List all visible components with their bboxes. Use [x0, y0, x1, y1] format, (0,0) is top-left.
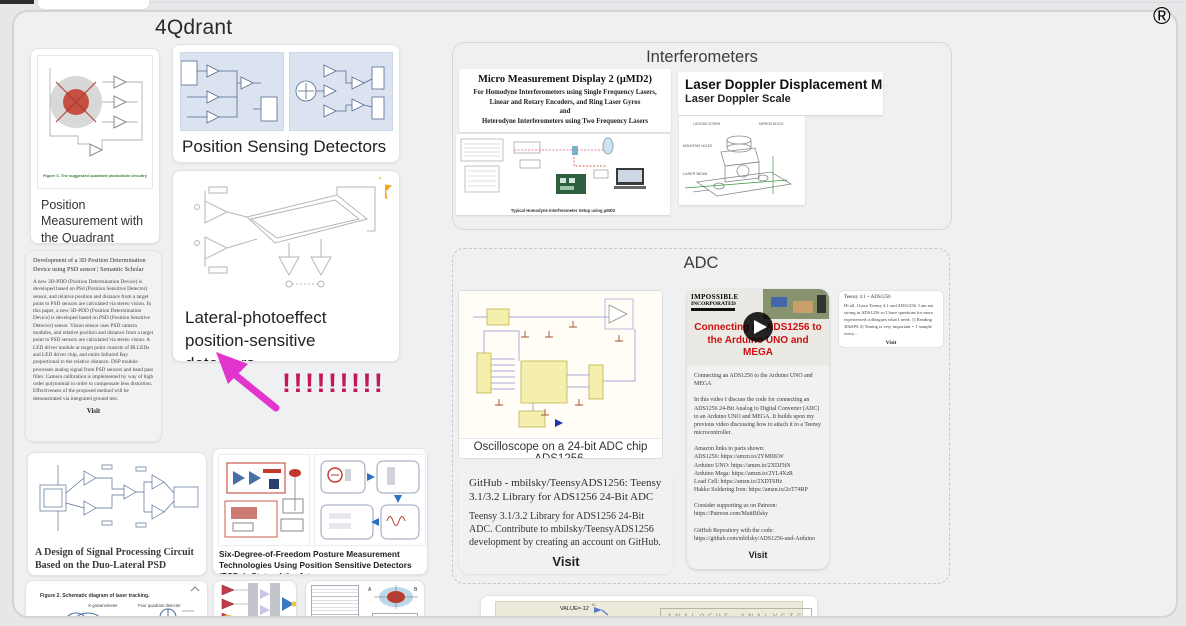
visit-button[interactable]: Visit — [748, 550, 768, 560]
abstract-body: A new 3D-PDD (Position Determination Dev… — [33, 278, 154, 402]
card-laser-tracking[interactable]: Figure 2. Schematic diagram of laser tra… — [25, 580, 208, 616]
laser-tracking-caption: Figure 2. Schematic diagram of laser tra… — [40, 593, 150, 599]
card-youtube-video[interactable]: IMPOSSIBLE INCORPORATED Connecting an AD… — [687, 289, 829, 569]
card-position-sensing-detectors[interactable]: Position Sensing Detectors — [172, 44, 400, 163]
card-title: Six-Degree-of-Freedom Posture Measuremen… — [219, 549, 412, 574]
card-title: Position Measurement with the Quadrant P… — [41, 198, 144, 244]
label-galvanometer: X-galvanometer — [88, 603, 118, 608]
card-oscilloscope-schematic[interactable]: Oscilloscope on a 24-bit ADC chip ADS125… — [458, 290, 663, 459]
proteus-wires — [502, 612, 652, 618]
lateral-psd-image — [187, 179, 385, 301]
probe-label: V- — [592, 602, 596, 607]
card-umd2-diagram[interactable]: Typical Homodyne Interferometer Setup us… — [456, 134, 670, 215]
card-semantic-scholar-abstract[interactable]: Development of a 3D Position Determinati… — [25, 250, 162, 442]
visit-button[interactable]: Visit — [86, 408, 101, 416]
card-lateral-photoeffect[interactable]: Lateral-photoeffect position-sensitive d… — [172, 170, 400, 362]
registered-logo-icon[interactable]: ® — [1153, 3, 1171, 30]
voltage-probe-icon — [594, 607, 609, 616]
amplifier-diagram-image — [221, 583, 296, 616]
abstract-title: Development of a 3D Position Determinati… — [33, 257, 146, 273]
umd2-title: Micro Measurement Display 2 (μMD2) — [477, 74, 653, 85]
quadrant-circuit-drawing — [49, 68, 143, 157]
group-interferometers[interactable]: Interferometers Micro Measurement Displa… — [452, 42, 952, 230]
top-divider-line — [150, 2, 1186, 3]
value-label: VALUE=-12 — [560, 606, 589, 612]
card-grid-diagrams[interactable]: A B — [305, 580, 425, 616]
play-icon[interactable] — [742, 311, 774, 343]
github-body: Teensy 3.1/3.2 Library for ADS1256 24-Bi… — [469, 510, 661, 548]
label-mounting-holes: MOUNTING HOLES — [683, 144, 713, 148]
annotation-arrow[interactable] — [210, 350, 292, 416]
card-title: A Design of Signal Processing Circuit Ba… — [35, 547, 194, 571]
label-mirror-block: MIRROR BLOCK — [759, 122, 784, 126]
analogue-analysis-panel: ANALOGUE ANALYSIS — [660, 608, 812, 618]
svg-text:A: A — [368, 587, 372, 593]
collapse-chevron-icon[interactable] — [190, 586, 200, 592]
card-amplifier-diagram[interactable] — [213, 580, 297, 616]
oscilloscope-caption: Oscilloscope on a 24-bit ADC chip ADS125… — [459, 438, 662, 458]
offscreen-card-edge — [37, 0, 150, 10]
label-laser-beam: LASER BEAM — [683, 172, 708, 176]
card-six-dof-psd[interactable]: Six-Degree-of-Freedom Posture Measuremen… — [212, 448, 428, 575]
card-duo-lateral-psd[interactable]: A Design of Signal Processing Circuit Ba… — [27, 452, 207, 576]
analysis-label: ANALOGUE ANALYSIS — [667, 613, 805, 618]
group-title: Interferometers — [646, 48, 758, 66]
card-title: Position Sensing Detectors — [182, 137, 387, 156]
proteus-screenshot: V- VALUE=-12 ANALOGUE ANALYSIS — [495, 601, 812, 618]
group-title: ADC — [683, 254, 719, 272]
group-adc[interactable]: ADC — [452, 248, 950, 584]
top-edge-artifact — [0, 0, 34, 4]
thumb-photo — [763, 289, 829, 319]
card-quadrant-photodiode[interactable]: Figure 3. The suggested quadrant photodi… — [30, 48, 160, 244]
quadrant-figure-caption: Figure 3. The suggested quadrant photodi… — [42, 173, 147, 178]
teensy-title: Teensy 4.1 + ADS1256 — [844, 295, 891, 300]
ads1256-schematic-image — [459, 291, 662, 438]
ellipse-diagram-image: A B — [368, 585, 418, 609]
card-teensy-forum-post[interactable]: Teensy 4.1 + ADS1256 Hi all, I have Teen… — [838, 290, 944, 348]
laser-tracking-drawing — [67, 608, 194, 616]
mirror-block-drawing — [684, 135, 793, 197]
board-4qdrant[interactable]: 4Qdrant — [12, 10, 1178, 618]
teensy-body: Hi all, I have Teensy 4.1 and ADS1256. I… — [844, 303, 934, 336]
thumb-logo-line2: INCORPORATED — [691, 301, 736, 307]
video-thumbnail[interactable]: IMPOSSIBLE INCORPORATED Connecting an AD… — [687, 289, 829, 366]
card-laser-doppler-header[interactable]: Laser Doppler Displacement Mete Laser Do… — [678, 72, 883, 115]
card-umd2-header[interactable]: Micro Measurement Display 2 (μMD2) For H… — [459, 69, 671, 132]
grid-pattern-image-2 — [372, 613, 418, 616]
sixdof-measuring-image — [218, 454, 310, 546]
psd-schematic-image-2 — [289, 52, 393, 131]
github-title: GitHub - mbilsky/TeensyADS1256: Teensy 3… — [469, 477, 662, 504]
quadrant-figure-image: Figure 3. The suggested quadrant photodi… — [37, 55, 153, 189]
duo-schematic-image — [32, 457, 202, 543]
visit-button[interactable]: Visit — [885, 340, 897, 347]
thumb-logo-bar — [691, 308, 735, 311]
visit-button[interactable]: Visit — [552, 553, 580, 569]
psd-schematic-image-1 — [180, 52, 284, 131]
ldm-subtitle: Laser Doppler Scale — [685, 93, 791, 105]
card-github-repo[interactable]: GitHub - mbilsky/TeensyADS1256: Teensy 3… — [459, 468, 673, 574]
label-four-quadrant-detector: Four quadrant detector — [138, 603, 181, 608]
sixdof-flowchart-image — [314, 454, 426, 546]
card-proteus-simulation[interactable]: V- VALUE=-12 ANALOGUE ANALYSIS — [480, 595, 818, 618]
homodyne-setup-image — [460, 137, 646, 194]
video-description: Connecting an ADS1256 to the Arduino UNO… — [694, 373, 821, 542]
card-laser-doppler-drawing[interactable]: LOCKING SCREW MIRROR BLOCK MOUNTING HOLE… — [679, 116, 805, 205]
svg-text:B: B — [414, 587, 418, 593]
grid-pattern-image-1 — [311, 585, 359, 616]
ldm-title: Laser Doppler Displacement Mete — [685, 77, 883, 92]
umd2-diagram-caption: Typical Homodyne Interferometer Setup us… — [510, 208, 616, 213]
board-title: 4Qdrant — [155, 16, 233, 39]
thumb-logo-line1: IMPOSSIBLE — [691, 293, 739, 301]
label-locking-screw: LOCKING SCREW — [693, 122, 721, 126]
umd2-subtitle: For Homodyne Interferometers using Singl… — [473, 89, 657, 125]
annotation-exclamations[interactable]: !!!!!!!!! — [282, 368, 386, 398]
